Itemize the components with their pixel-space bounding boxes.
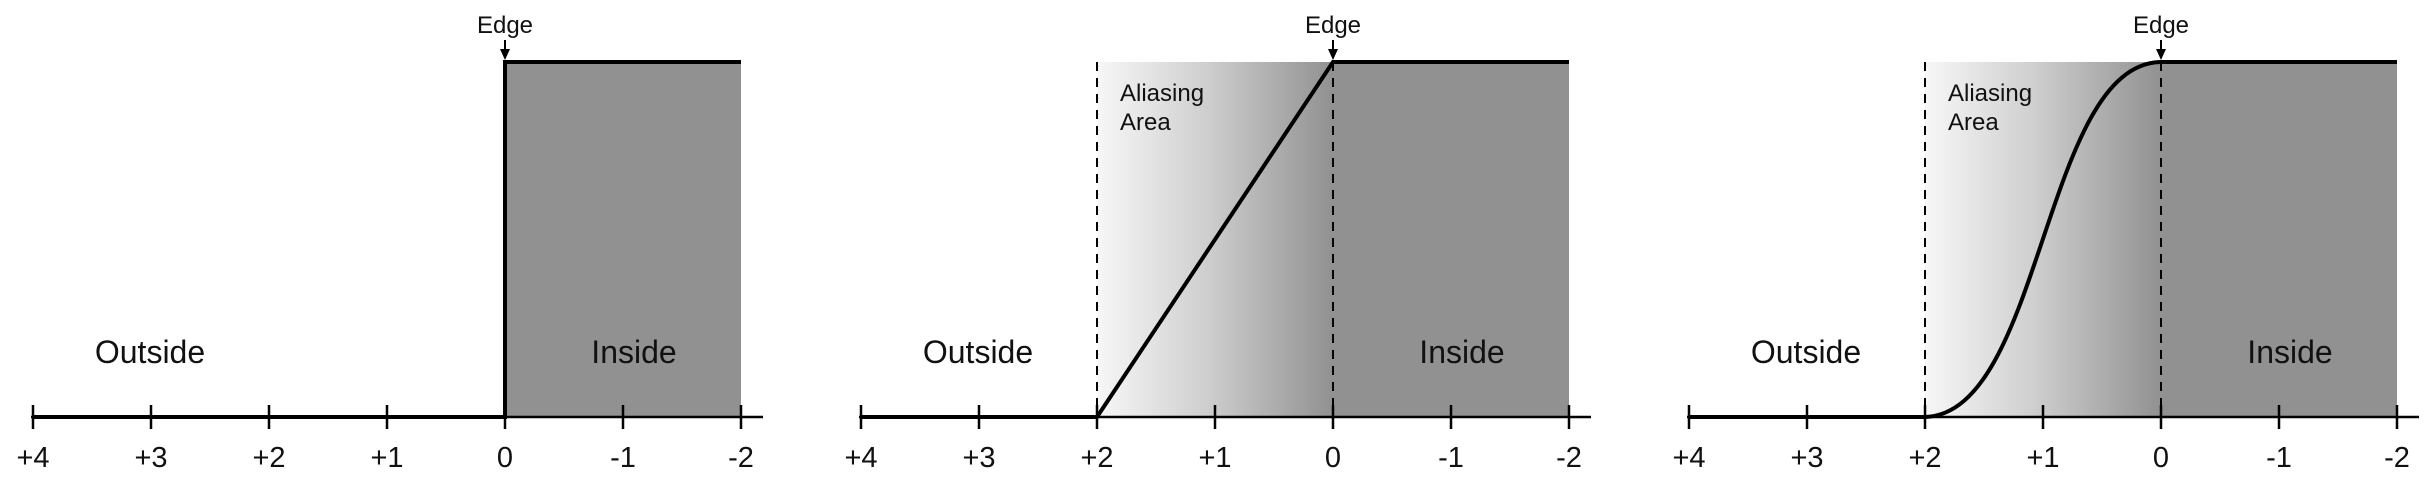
edge-profile-curve <box>33 60 741 419</box>
tick-label: +3 <box>134 442 167 474</box>
outside-label: Outside <box>1751 334 1861 370</box>
inside-label: Inside <box>2247 334 2332 370</box>
tick-label: +4 <box>16 442 49 474</box>
tick-label: +1 <box>370 442 403 474</box>
inside-label: Inside <box>1419 334 1504 370</box>
tick-label: -2 <box>728 442 754 474</box>
inside-region <box>2161 62 2397 417</box>
inside-region <box>505 62 741 417</box>
tick-label: -2 <box>2384 442 2410 474</box>
tick-label: +1 <box>2026 442 2059 474</box>
edge-label: Edge <box>477 12 533 39</box>
edge-arrow-head <box>2156 49 2166 60</box>
tick-label: +1 <box>1198 442 1231 474</box>
tick-label: +4 <box>844 442 877 474</box>
edge-label: Edge <box>2133 12 2189 39</box>
tick-label: -1 <box>1438 442 1464 474</box>
inside-label: Inside <box>591 334 676 370</box>
edge-profile-curve <box>1689 60 2397 419</box>
tick-label: 0 <box>497 442 513 474</box>
tick-label: +2 <box>252 442 285 474</box>
tick-label: -1 <box>610 442 636 474</box>
tick-label: 0 <box>2153 442 2169 474</box>
outside-label: Outside <box>923 334 1033 370</box>
tick-label: +3 <box>1790 442 1823 474</box>
edge-label: Edge <box>1305 12 1361 39</box>
edge-arrow-head <box>500 49 510 60</box>
edge-profile-curve <box>861 60 1569 419</box>
tick-label: 0 <box>1325 442 1341 474</box>
tick-label: +2 <box>1908 442 1941 474</box>
tick-label: +4 <box>1672 442 1705 474</box>
tick-label: -1 <box>2266 442 2292 474</box>
tick-label: +2 <box>1080 442 1113 474</box>
outside-label: Outside <box>95 334 205 370</box>
tick-label: -2 <box>1556 442 1582 474</box>
inside-region <box>1333 62 1569 417</box>
edge-arrow-head <box>1328 49 1338 60</box>
tick-label: +3 <box>962 442 995 474</box>
